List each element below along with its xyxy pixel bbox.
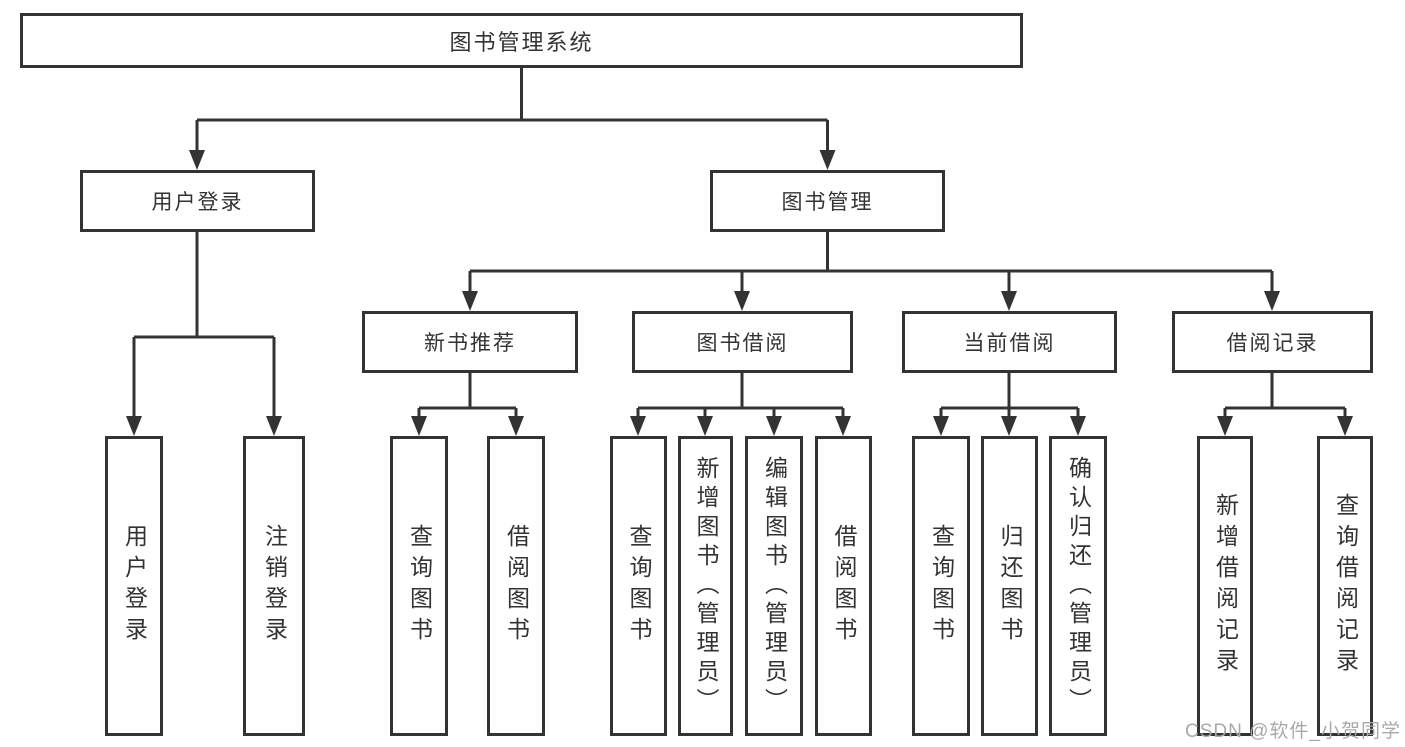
node-user-login: 用户登录 — [80, 170, 315, 232]
node-new-book-recommend: 新书推荐 — [362, 311, 578, 373]
node-book-management: 图书管理 — [710, 170, 945, 232]
leaf-user-login: 用户登录 — [105, 436, 163, 736]
leaf-recommend-query-books: 查询图书 — [390, 436, 448, 736]
node-book-management-system: 图书管理系统 — [20, 13, 1023, 68]
leaf-current-confirm-return-admin: 确认归还（管理员） — [1049, 436, 1107, 736]
leaf-borrow-edit-books-admin: 编辑图书（管理员） — [745, 436, 803, 736]
leaf-borrow-borrow-books: 借阅图书 — [815, 436, 872, 736]
leaf-borrow-add-books-admin: 新增图书（管理员） — [678, 436, 733, 736]
leaf-records-add-record: 新增借阅记录 — [1197, 436, 1253, 736]
node-borrow-records: 借阅记录 — [1172, 311, 1373, 373]
leaf-borrow-query-books: 查询图书 — [610, 436, 667, 736]
node-current-borrow: 当前借阅 — [902, 311, 1117, 373]
csdn-watermark: CSDN @软件_小贺同学 — [1185, 721, 1401, 742]
leaf-recommend-borrow-books: 借阅图书 — [487, 436, 545, 736]
leaf-logout: 注销登录 — [243, 436, 305, 736]
leaf-current-return-books: 归还图书 — [981, 436, 1038, 736]
leaf-records-query-record: 查询借阅记录 — [1317, 436, 1373, 736]
leaf-current-query-books: 查询图书 — [912, 436, 970, 736]
node-book-borrow: 图书借阅 — [632, 311, 853, 373]
